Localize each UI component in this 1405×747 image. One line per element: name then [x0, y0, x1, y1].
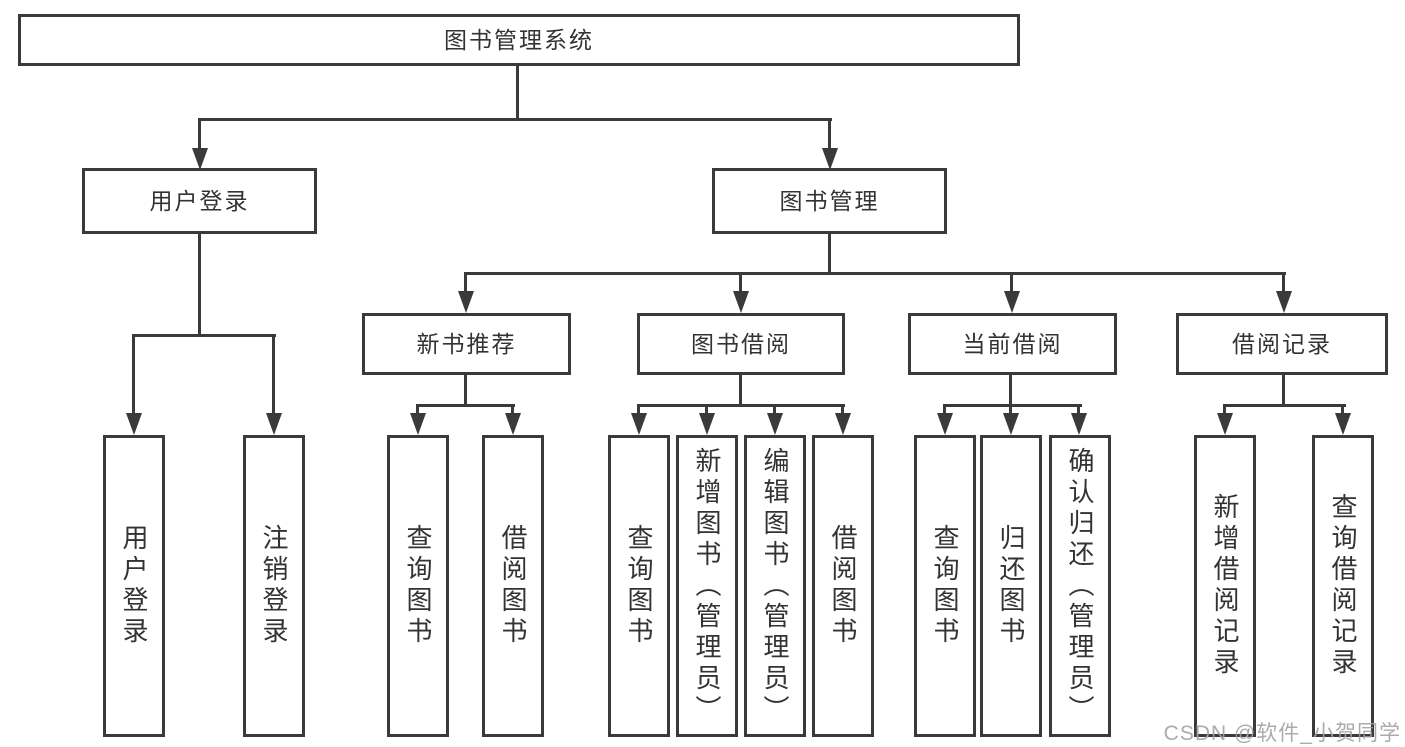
node-label: 借阅图书	[498, 524, 528, 648]
node-label: 用户登录	[149, 187, 250, 214]
leaf-nb-query-books: 查询图书	[387, 435, 449, 737]
node-user-login: 用户登录	[82, 168, 317, 234]
connector-book-management-branch	[464, 272, 1286, 275]
arrow-to-cb-confirm	[1071, 413, 1087, 435]
leaf-bb-borrow-books: 借阅图书	[812, 435, 874, 737]
connector-new-book-recommend-branch	[416, 404, 515, 407]
connector-drop-user-login	[198, 118, 201, 152]
connector-drop-leaf-logout	[272, 334, 275, 417]
connector-drop-bb-borrow	[841, 404, 844, 418]
leaf-cb-confirm-return-admin: 确认归还（管理员）	[1049, 435, 1111, 737]
connector-drop-cb-return	[1009, 404, 1012, 418]
arrow-to-book-borrowing	[733, 291, 749, 313]
node-label: 注销登录	[259, 524, 289, 648]
connector-drop-book-management	[828, 118, 831, 152]
connector-drop-nb-query	[416, 404, 419, 418]
csdn-watermark: CSDN @软件_小贺同学	[1163, 722, 1401, 745]
node-label: 图书管理系统	[444, 26, 594, 53]
connector-drop-book-borrowing	[739, 272, 742, 298]
connector-drop-bb-query	[637, 404, 640, 418]
node-label: 归还图书	[996, 524, 1026, 648]
leaf-nb-borrow-books: 借阅图书	[482, 435, 544, 737]
node-book-management: 图书管理	[712, 168, 947, 234]
node-current-borrowing: 当前借阅	[908, 313, 1117, 375]
connector-root-stem	[516, 66, 519, 120]
leaf-cb-query-books: 查询图书	[914, 435, 976, 737]
connector-drop-nb-borrow	[511, 404, 514, 418]
node-label: 用户登录	[119, 524, 149, 648]
node-label: 借阅记录	[1232, 330, 1332, 357]
connector-drop-bb-edit	[773, 404, 776, 418]
arrow-to-bb-borrow	[835, 413, 851, 435]
arrow-to-br-query	[1335, 413, 1351, 435]
arrow-to-bb-query	[631, 413, 647, 435]
connector-new-book-recommend-stem	[464, 375, 467, 407]
connector-drop-cb-query	[943, 404, 946, 418]
connector-current-borrowing-branch	[943, 404, 1082, 407]
leaf-bb-add-books-admin: 新增图书（管理员）	[676, 435, 738, 737]
node-label: 确认归还（管理员）	[1065, 446, 1095, 726]
arrow-to-br-add	[1217, 413, 1233, 435]
node-label: 查询图书	[930, 524, 960, 648]
arrow-to-leaf-user-login	[126, 413, 142, 435]
node-label: 编辑图书（管理员）	[760, 446, 790, 726]
node-label: 新增借阅记录	[1210, 493, 1240, 679]
connector-book-management-stem	[828, 234, 831, 275]
connector-level1-branch	[198, 118, 832, 121]
connector-drop-cb-confirm	[1077, 404, 1080, 418]
connector-user-login-stem	[198, 234, 201, 336]
node-label: 查询图书	[403, 524, 433, 648]
connector-drop-leaf-user-login	[132, 334, 135, 417]
connector-drop-bb-add	[705, 404, 708, 418]
leaf-logout: 注销登录	[243, 435, 305, 737]
node-label: 图书借阅	[691, 330, 791, 357]
leaf-br-add-record: 新增借阅记录	[1194, 435, 1256, 737]
arrow-to-book-management	[822, 148, 838, 170]
connector-drop-br-query	[1341, 404, 1344, 418]
arrow-to-user-login	[192, 148, 208, 170]
node-borrow-records: 借阅记录	[1176, 313, 1388, 375]
arrow-to-nb-query	[410, 413, 426, 435]
arrow-to-cb-query	[937, 413, 953, 435]
connector-user-login-branch	[132, 334, 276, 337]
connector-borrow-records-stem	[1282, 375, 1285, 407]
connector-drop-br-add	[1223, 404, 1226, 418]
node-label: 查询图书	[624, 524, 654, 648]
node-label: 当前借阅	[962, 330, 1063, 357]
arrow-to-leaf-logout	[266, 413, 282, 435]
leaf-bb-edit-books-admin: 编辑图书（管理员）	[744, 435, 806, 737]
leaf-bb-query-books: 查询图书	[608, 435, 670, 737]
arrow-to-current-borrowing	[1004, 291, 1020, 313]
connector-book-borrowing-branch	[637, 404, 845, 407]
arrow-to-new-book-recommend	[458, 291, 474, 313]
connector-borrow-records-branch	[1223, 404, 1346, 407]
node-label: 新增图书（管理员）	[692, 446, 722, 726]
arrow-to-bb-add	[699, 413, 715, 435]
node-book-borrowing: 图书借阅	[637, 313, 845, 375]
arrow-to-nb-borrow	[505, 413, 521, 435]
connector-current-borrowing-stem	[1009, 375, 1012, 407]
node-label: 新书推荐	[416, 330, 517, 357]
node-label: 图书管理	[779, 187, 880, 214]
node-label: 查询借阅记录	[1328, 493, 1358, 679]
leaf-user-login: 用户登录	[103, 435, 165, 737]
node-label: 借阅图书	[828, 524, 858, 648]
leaf-cb-return-books: 归还图书	[980, 435, 1042, 737]
arrow-to-cb-return	[1003, 413, 1019, 435]
connector-book-borrowing-stem	[739, 375, 742, 407]
connector-drop-current-borrowing	[1010, 272, 1013, 298]
leaf-br-query-record: 查询借阅记录	[1312, 435, 1374, 737]
node-new-book-recommend: 新书推荐	[362, 313, 571, 375]
arrow-to-borrow-records	[1276, 291, 1292, 313]
connector-drop-borrow-records	[1282, 272, 1285, 298]
node-root-system: 图书管理系统	[18, 14, 1020, 66]
arrow-to-bb-edit	[767, 413, 783, 435]
connector-drop-new-book-recommend	[464, 272, 467, 298]
